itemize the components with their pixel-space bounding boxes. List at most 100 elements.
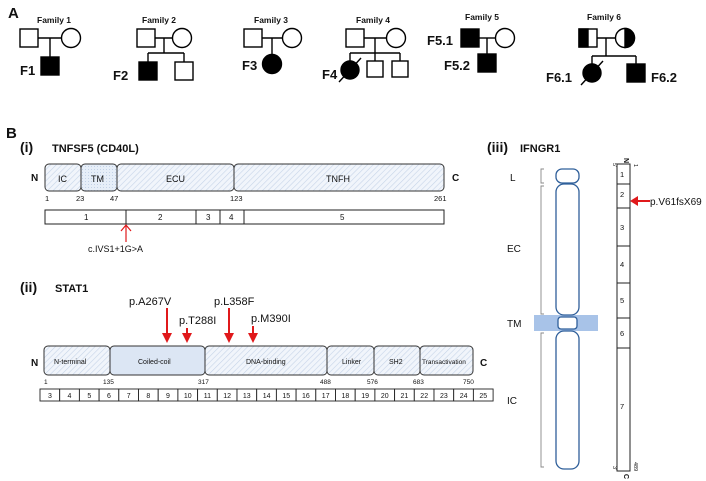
- father-symbol: [243, 28, 263, 48]
- position-576: 576: [367, 379, 378, 386]
- stat1-exon-6: 6: [107, 393, 111, 400]
- stat1-exon-3: 3: [48, 393, 52, 400]
- tnfsf5-n-terminus: N: [31, 173, 38, 184]
- region-ic-label: IC: [507, 396, 517, 407]
- receptor-extracellular: [555, 183, 580, 316]
- patient-f4-label: F4: [322, 67, 338, 82]
- pedigree-family-1: Family 1 F1: [19, 15, 82, 78]
- stat1-exon-5: 5: [87, 393, 91, 400]
- panel-a-label: A: [8, 5, 19, 22]
- affected-daughter-symbol: [261, 53, 283, 75]
- receptor-leader: [555, 168, 580, 184]
- sibling-symbol: [174, 61, 194, 81]
- family-6-title: Family 6: [587, 12, 621, 22]
- region-tm-label: TM: [507, 319, 521, 330]
- tnfsf5-title: TNFSF5 (CD40L): [52, 143, 139, 155]
- stat1-exon-13: 13: [243, 393, 251, 400]
- position-1: 1: [44, 379, 48, 386]
- ifngr1-exon-7: 7: [620, 402, 624, 411]
- tnfsf5-numeral: (i): [20, 139, 33, 155]
- pedigree-family-4: Family 4 F4: [322, 15, 409, 83]
- mother-symbol: [281, 27, 303, 49]
- stat1-exon-11: 11: [204, 393, 211, 400]
- stat1-exon-14: 14: [263, 393, 271, 400]
- father-symbol: [345, 28, 365, 48]
- ifngr1-position-1: 1: [632, 164, 638, 167]
- stat1-exon-22: 22: [420, 393, 428, 400]
- domain-tm-label: TM: [91, 174, 104, 184]
- mutation-a267v-label: p.A267V: [129, 296, 172, 308]
- position-1: 1: [45, 194, 49, 203]
- stat1-exon-21: 21: [401, 393, 409, 400]
- position-317: 317: [198, 379, 209, 386]
- stat1-exon-4: 4: [68, 393, 72, 400]
- position-750: 750: [463, 379, 474, 386]
- affected-son-symbol: [477, 53, 497, 73]
- family-2-title: Family 2: [142, 15, 176, 25]
- mutation-l358f-label: p.L358F: [214, 296, 255, 308]
- patient-f5-1-label: F5.1: [427, 33, 453, 48]
- mutation-arrow-m390i: [248, 326, 258, 343]
- stat1-exon-box: [472, 388, 494, 402]
- bracket-l: [540, 168, 544, 184]
- domain-transactivation-label: Transactivation: [422, 359, 466, 366]
- position-683: 683: [413, 379, 424, 386]
- region-l-label: L: [510, 173, 516, 184]
- panel-b-label: B: [6, 125, 17, 142]
- position-261: 261: [434, 194, 447, 203]
- exon-3: 3: [206, 213, 211, 222]
- exon-2: 2: [158, 213, 163, 222]
- stat1-n-terminus: N: [31, 358, 38, 369]
- stat1-exon-12: 12: [223, 393, 231, 400]
- mother-symbol: [385, 27, 407, 49]
- domain-ic-label: IC: [58, 174, 68, 184]
- mutation-arrow-t288i: [182, 328, 192, 343]
- position-47: 47: [110, 194, 118, 203]
- region-ec-label: EC: [507, 244, 521, 255]
- stat1-exon-24: 24: [460, 393, 468, 400]
- position-488: 488: [320, 379, 331, 386]
- patient-f6-1-label: F6.1: [546, 70, 572, 85]
- domain-coiled-coil-label: Coiled-coil: [138, 359, 171, 366]
- mutation-arrow-v61fsx69: [630, 196, 650, 206]
- domain-ecu-label: ECU: [166, 174, 185, 184]
- pedigree-family-6: Family 6 F6.1 F6.2: [546, 12, 677, 86]
- mother-symbol: [60, 27, 82, 49]
- domain-tnfh: [233, 163, 445, 192]
- stat1-exon-16: 16: [302, 393, 310, 400]
- ifngr1-exon-6: 6: [620, 329, 624, 338]
- stat1-c-terminus: C: [480, 358, 487, 369]
- ifngr1-n-terminus: N: [622, 158, 629, 163]
- pedigree-family-5: Family 5 F5.1 F5.2: [427, 12, 516, 73]
- affected-father-symbol: [460, 28, 480, 48]
- stat1-exon-17: 17: [322, 393, 330, 400]
- stat1-exon-9: 9: [166, 393, 170, 400]
- sibling-symbol: [391, 60, 409, 78]
- mutation-v61fsx69-label: p.V61fsX69: [650, 197, 702, 208]
- patient-f6-2-label: F6.2: [651, 70, 677, 85]
- patient-f5-2-label: F5.2: [444, 58, 470, 73]
- mother-symbol: [171, 27, 193, 49]
- ifngr1-position-489: 489: [632, 462, 638, 471]
- position-23: 23: [76, 194, 84, 203]
- ifngr1-exon-5: 5: [620, 296, 624, 305]
- ifngr1-diagram: (iii) IFNGR1 L EC TM IC: [487, 139, 702, 479]
- stat1-exon-23: 23: [440, 393, 448, 400]
- mutation-t288i-label: p.T288I: [179, 315, 216, 327]
- family-4-title: Family 4: [356, 15, 390, 25]
- ifngr1-three-prime: 3': [611, 466, 617, 470]
- tnfsf5-c-terminus: C: [452, 173, 459, 184]
- affected-son-symbol: [138, 61, 158, 81]
- receptor-transmembrane: [557, 316, 578, 330]
- domain-tnfh-label: TNFH: [326, 174, 350, 184]
- domain-linker-label: Linker: [342, 359, 362, 366]
- mother-symbol: [494, 27, 516, 49]
- stat1-title: STAT1: [55, 283, 88, 295]
- ifngr1-numeral: (iii): [487, 139, 508, 155]
- ifngr1-exon-4: 4: [620, 260, 624, 269]
- stat1-exon-19: 19: [361, 393, 369, 400]
- ifngr1-c-terminus: C: [622, 474, 629, 479]
- stat1-exon-20: 20: [381, 393, 389, 400]
- pedigree-family-2: Family 2 F2: [113, 15, 194, 83]
- domain-sh2-label: SH2: [389, 359, 403, 366]
